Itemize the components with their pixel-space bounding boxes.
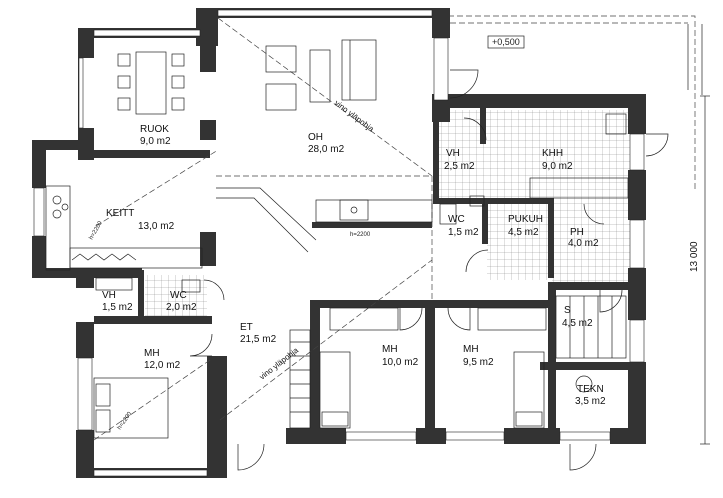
room-name: WC: [170, 290, 187, 301]
slope-label-lower: vino yläpohja: [258, 345, 301, 381]
room-area: 1,5 m2: [102, 302, 133, 313]
room-name: VH: [446, 148, 460, 159]
room-name: OH: [308, 132, 323, 143]
room-area: 1,5 m2: [448, 227, 479, 238]
windows: [33, 9, 645, 477]
living-furniture: [265, 39, 377, 111]
room-area: 4,5 m2: [508, 227, 539, 238]
room-name: PH: [570, 227, 584, 238]
room-name: KEITT: [106, 208, 134, 219]
room-name: MH: [463, 344, 479, 355]
height-note-bed: h=2200: [117, 411, 134, 432]
room-area: 9,0 m2: [140, 136, 171, 147]
height-note-kitchen: h=2200: [89, 220, 105, 241]
room-area: 10,0 m2: [382, 357, 419, 368]
room-area: 12,0 m2: [144, 360, 181, 371]
height-note-counter: h=2200: [350, 232, 371, 238]
room-area: 2,5 m2: [444, 161, 475, 172]
room-area: 9,5 m2: [463, 357, 494, 368]
walls: [32, 8, 646, 478]
ceiling-slope-lines: [93, 17, 433, 441]
kitchen-counters: [45, 185, 433, 271]
dining-set: [117, 51, 185, 115]
room-labels: RUOK 9,0 m2 OH 28,0 m2 KEITT 13,0 m2 VH …: [102, 124, 606, 407]
room-area: 4,0 m2: [568, 238, 599, 249]
terrace-outline: [448, 15, 703, 190]
tiled-floor: [145, 110, 632, 320]
room-name: VH: [102, 290, 116, 301]
room-name: MH: [144, 348, 160, 359]
room-area: 2,0 m2: [166, 302, 197, 313]
room-area: 21,5 m2: [240, 334, 277, 345]
level-label: +0,500: [492, 37, 520, 47]
room-name: S: [564, 305, 571, 316]
dimension-line: [700, 95, 710, 445]
room-area: 13,0 m2: [138, 221, 175, 232]
beds: [93, 307, 547, 439]
room-name: KHH: [542, 148, 563, 159]
room-name: PUKUH: [508, 214, 543, 225]
room-name: TEKN: [577, 384, 604, 395]
room-area: 28,0 m2: [308, 144, 345, 155]
doors: [189, 69, 669, 471]
bathroom-fixtures: [95, 113, 629, 393]
dimension-label: 13 000: [689, 241, 700, 272]
room-name: ET: [240, 322, 253, 333]
room-name: RUOK: [140, 124, 169, 135]
room-name: MH: [382, 344, 398, 355]
room-area: 9,0 m2: [542, 161, 573, 172]
stairs: [216, 187, 627, 429]
slope-label-upper: vino yläpohja: [333, 98, 376, 134]
room-area: 4,5 m2: [562, 318, 593, 329]
room-name: WC: [448, 214, 465, 225]
room-area: 3,5 m2: [575, 396, 606, 407]
